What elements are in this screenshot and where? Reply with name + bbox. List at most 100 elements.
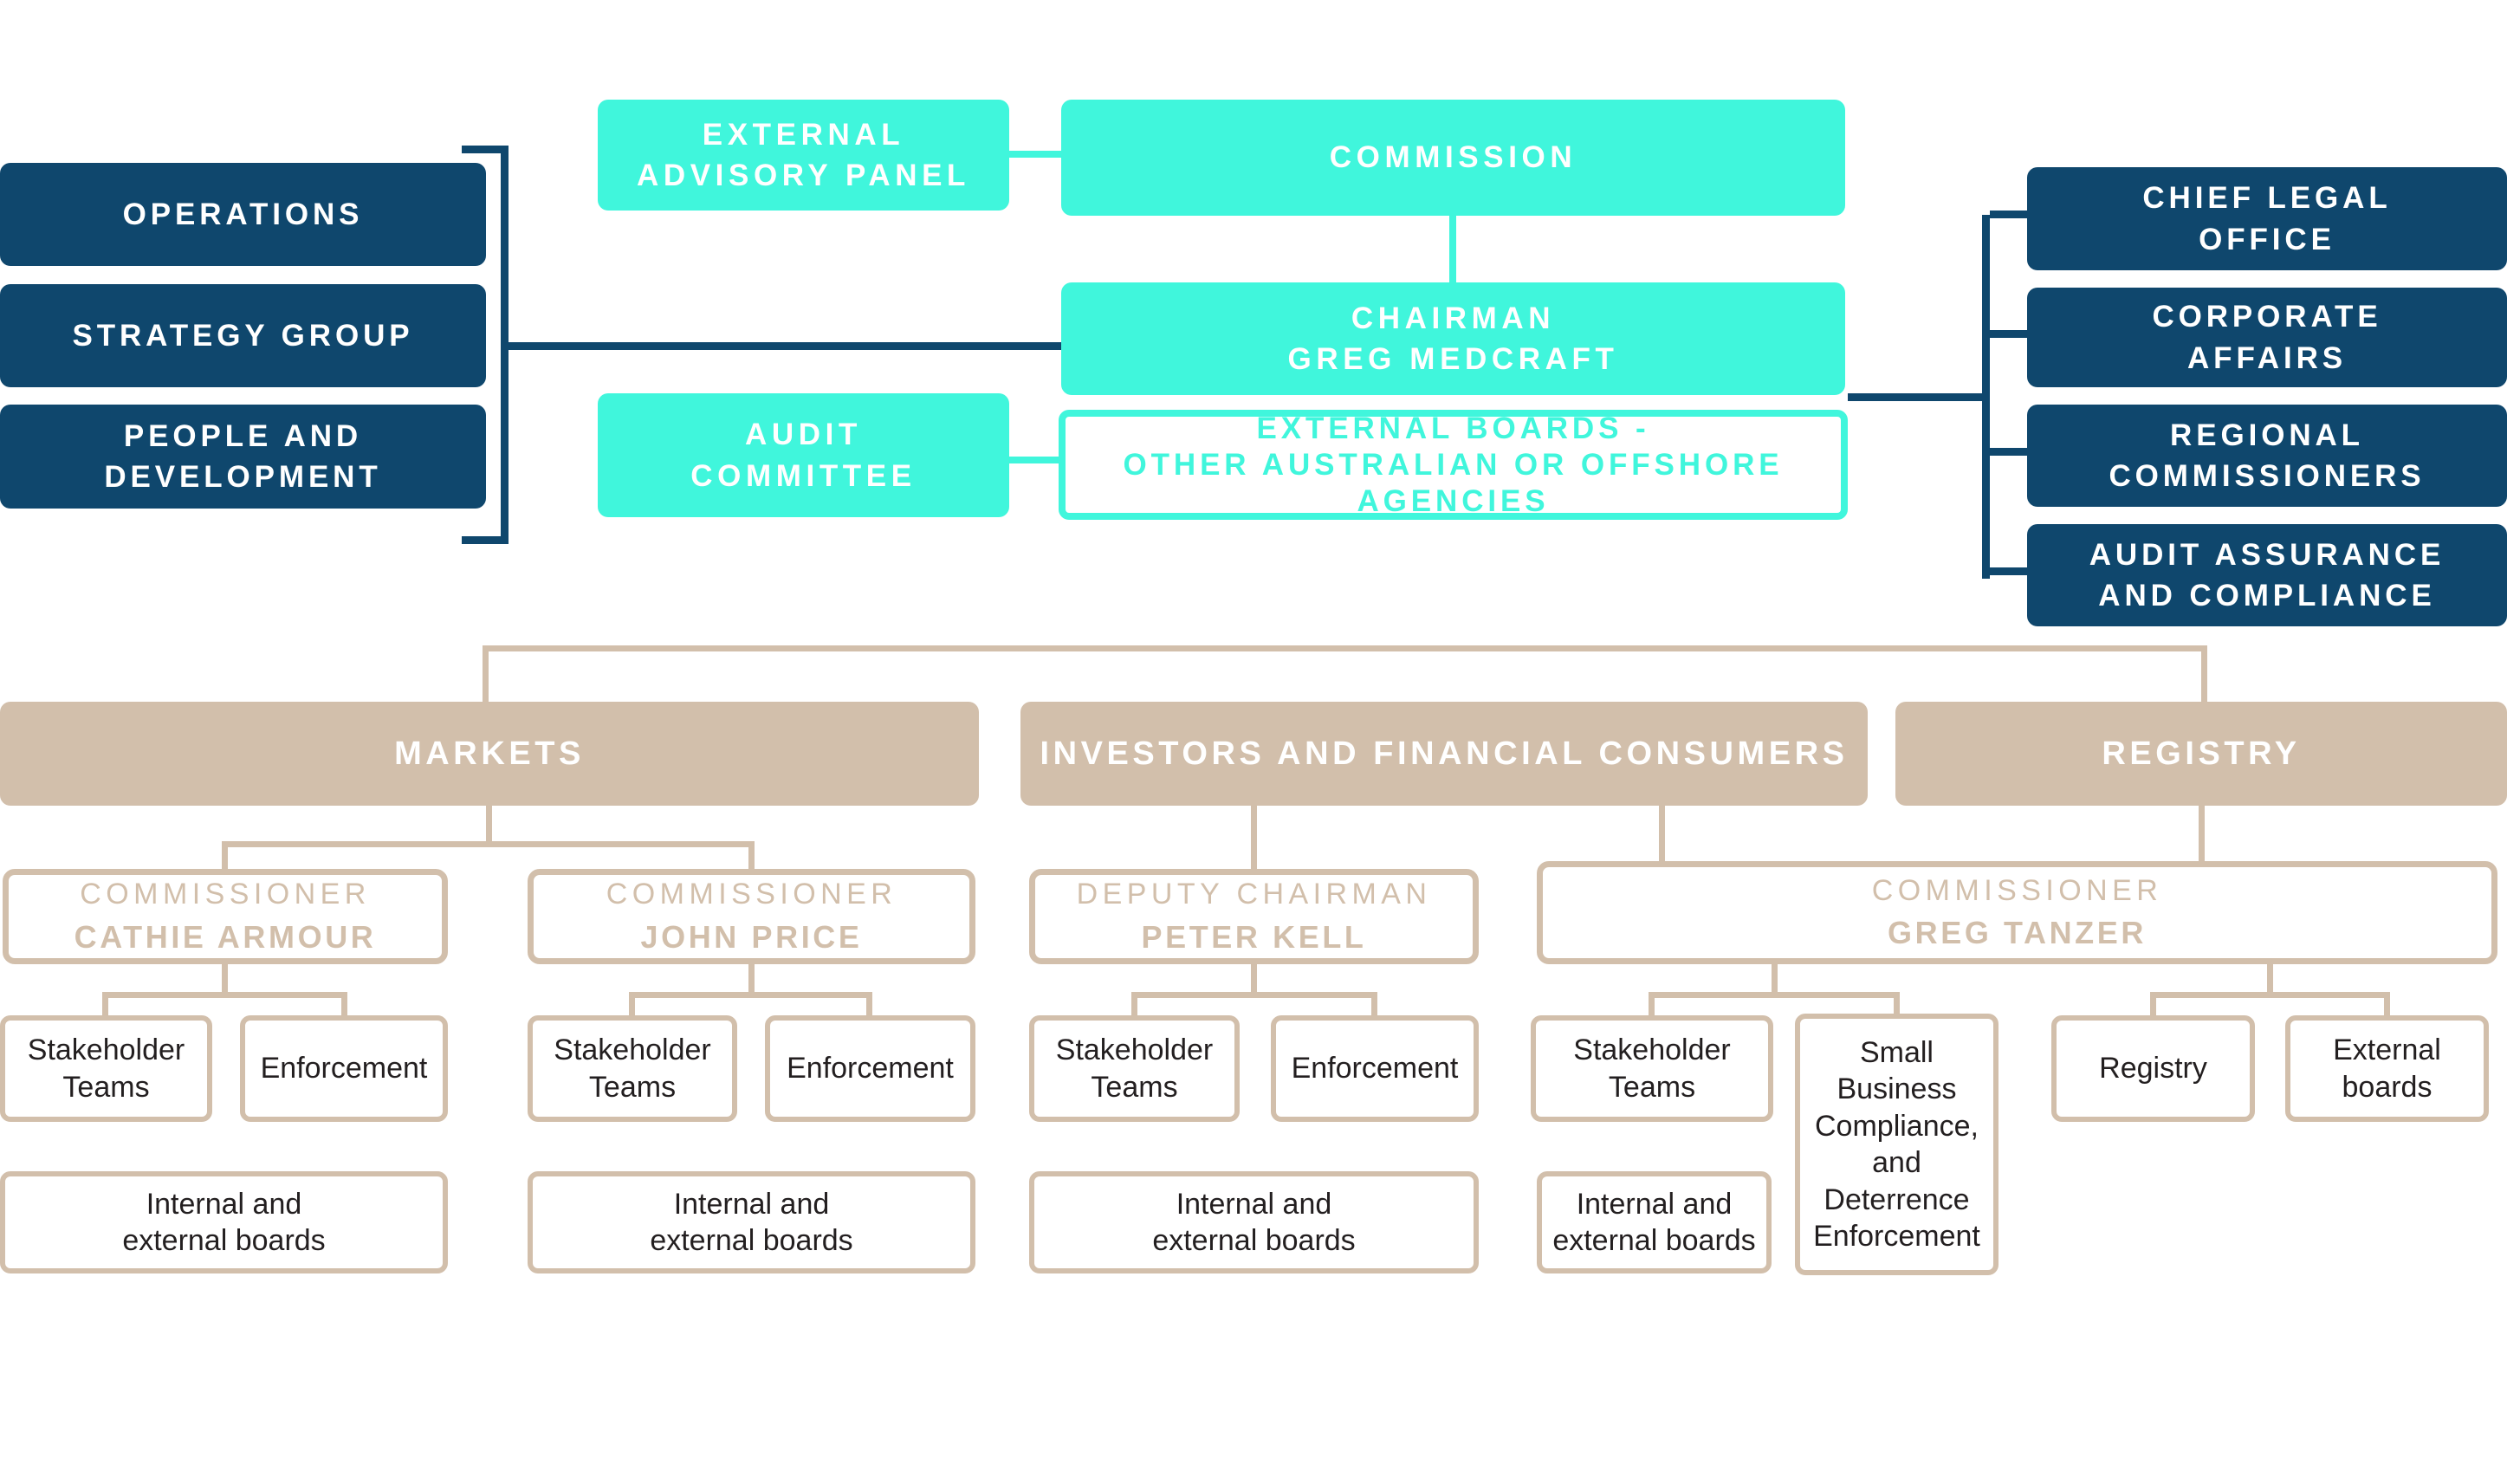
header-markets-label: MARKETS <box>394 735 585 772</box>
stakeholder-teams-label: Stakeholder Teams <box>27 1034 185 1104</box>
john-price-name: JOHN PRICE <box>640 918 863 955</box>
connector-groups-to-chairman <box>509 342 1061 350</box>
connector-commission-to-chairman <box>1449 216 1456 282</box>
connector-kell-split <box>1131 992 1377 998</box>
box-audit-assurance-compliance: AUDIT ASSURANCE AND COMPLIANCE <box>2027 524 2507 626</box>
enforcement-label: Enforcement <box>787 1052 954 1085</box>
box-chief-legal-office: CHIEF LEGAL OFFICE <box>2027 167 2507 270</box>
box-stakeholder-teams-tanzer: Stakeholder Teams <box>1531 1015 1773 1122</box>
connector-registry-to-tanzer <box>2199 806 2205 861</box>
box-enforcement-markets-price: Enforcement <box>765 1015 975 1122</box>
box-commission: COMMISSION <box>1061 100 1845 216</box>
box-commission-label: COMMISSION <box>1329 140 1577 175</box>
connector-tanzer-left-stub-left <box>1649 992 1655 1015</box>
greg-tanzer-title: COMMISSIONER <box>1871 873 2163 907</box>
box-chairman: CHAIRMAN GREG MEDCRAFT <box>1061 282 1845 395</box>
internal-external-boards-label: Internal and external boards <box>122 1187 326 1258</box>
cathie-armour-title: COMMISSIONER <box>80 878 371 911</box>
box-internal-external-boards-kell: Internal and external boards <box>1029 1171 1479 1273</box>
bracket-right-stub-regional <box>1990 448 2027 456</box>
connector-investors-to-kell <box>1251 806 1257 869</box>
connector-price-stub-right <box>866 992 872 1015</box>
connector-divisions-drop-markets <box>483 645 489 702</box>
box-commissioner-cathie-armour: COMMISSIONER CATHIE ARMOUR <box>3 869 448 964</box>
box-stakeholder-teams-markets-armour: Stakeholder Teams <box>0 1015 212 1122</box>
chairman-title: CHAIRMAN <box>1351 301 1556 335</box>
box-operations: OPERATIONS <box>0 163 486 266</box>
internal-external-boards-label: Internal and external boards <box>650 1187 853 1258</box>
connector-advisory-to-commission <box>1009 151 1061 158</box>
small-business-compliance-label: Small Business Compliance, and Deterrenc… <box>1813 1035 1980 1254</box>
registry-team-label: Registry <box>2099 1052 2207 1085</box>
box-external-boards-agencies-label: EXTERNAL BOARDS - OTHER AUSTRALIAN OR OF… <box>1123 411 1784 518</box>
chairman-name: GREG MEDCRAFT <box>1287 342 1619 376</box>
connector-tanzer-right-drop <box>2267 964 2273 998</box>
box-external-advisory-panel: EXTERNAL ADVISORY PANEL <box>598 100 1009 211</box>
box-regional-commissioners: REGIONAL COMMISSIONERS <box>2027 405 2507 507</box>
connector-kell-stub-right <box>1371 992 1377 1015</box>
connector-price-drop <box>748 964 755 998</box>
header-investors-label: INVESTORS AND FINANCIAL CONSUMERS <box>1040 735 1849 772</box>
box-strategy-group: STRATEGY GROUP <box>0 284 486 387</box>
box-audit-committee: AUDIT COMMITTEE <box>598 393 1009 517</box>
box-audit-committee-label: AUDIT COMMITTEE <box>690 418 917 493</box>
connector-tanzer-left-split <box>1649 992 1900 998</box>
box-stakeholder-teams-investors: Stakeholder Teams <box>1029 1015 1240 1122</box>
connector-kell-stub-left <box>1131 992 1137 1015</box>
connector-tanzer-left-stub-right <box>1894 992 1900 1015</box>
box-internal-external-boards-price: Internal and external boards <box>528 1171 975 1273</box>
box-corporate-affairs: CORPORATE AFFAIRS <box>2027 288 2507 387</box>
enforcement-label: Enforcement <box>1291 1052 1459 1085</box>
box-deputy-chairman-peter-kell: DEPUTY CHAIRMAN PETER KELL <box>1029 869 1479 964</box>
connector-tanzer-right-stub-left <box>2150 992 2156 1015</box>
bracket-left-vertical <box>501 146 509 544</box>
connector-tanzer-right-stub-right <box>2384 992 2390 1015</box>
connector-markets-drop <box>486 806 492 847</box>
bracket-right-vertical <box>1982 215 1990 579</box>
connector-divisions-drop-registry <box>2201 645 2207 702</box>
bracket-right-stub-chief-legal <box>1990 211 2027 218</box>
cathie-armour-name: CATHIE ARMOUR <box>74 918 377 955</box>
stakeholder-teams-label: Stakeholder Teams <box>1055 1034 1214 1104</box>
box-people-development: PEOPLE AND DEVELOPMENT <box>0 405 486 509</box>
box-people-development-label: PEOPLE AND DEVELOPMENT <box>104 418 382 494</box>
box-external-boards-team: External boards <box>2285 1015 2489 1122</box>
connector-armour-split <box>102 992 347 998</box>
box-internal-external-boards-tanzer: Internal and external boards <box>1537 1171 1772 1273</box>
header-investors-financial-consumers: INVESTORS AND FINANCIAL CONSUMERS <box>1020 702 1868 806</box>
connector-divisions-horizontal <box>483 645 2207 651</box>
connector-markets-split <box>222 841 755 847</box>
connector-tanzer-left-drop <box>1772 964 1778 998</box>
connector-investors-to-tanzer <box>1659 806 1665 861</box>
box-audit-assurance-compliance-label: AUDIT ASSURANCE AND COMPLIANCE <box>2089 537 2445 612</box>
enforcement-label: Enforcement <box>260 1052 428 1085</box>
bracket-left-top-tick <box>462 146 509 153</box>
box-regional-commissioners-label: REGIONAL COMMISSIONERS <box>2109 418 2426 493</box>
bracket-right-stub-audit <box>1990 567 2027 575</box>
connector-kell-drop <box>1251 964 1257 998</box>
header-registry: REGISTRY <box>1895 702 2507 806</box>
stakeholder-teams-label: Stakeholder Teams <box>554 1034 711 1104</box>
box-corporate-affairs-label: CORPORATE AFFAIRS <box>2152 300 2382 375</box>
header-markets: MARKETS <box>0 702 979 806</box>
header-registry-label: REGISTRY <box>2102 735 2301 772</box>
connector-chairman-to-offices <box>1848 393 1986 401</box>
stakeholder-teams-label: Stakeholder Teams <box>1573 1034 1731 1104</box>
connector-price-split <box>629 992 872 998</box>
peter-kell-title: DEPUTY CHAIRMAN <box>1076 878 1432 911</box>
box-operations-label: OPERATIONS <box>122 197 364 231</box>
greg-tanzer-name: GREG TANZER <box>1888 915 2147 951</box>
connector-armour-drop <box>222 964 228 998</box>
box-enforcement-markets-armour: Enforcement <box>240 1015 448 1122</box>
bracket-left-bottom-tick <box>462 536 509 544</box>
connector-armour-stub-right <box>341 992 347 1015</box>
box-external-advisory-panel-label: EXTERNAL ADVISORY PANEL <box>636 117 971 192</box>
box-internal-external-boards-armour: Internal and external boards <box>0 1171 448 1273</box>
john-price-title: COMMISSIONER <box>606 878 897 911</box>
box-registry-team: Registry <box>2051 1015 2255 1122</box>
box-small-business-compliance: Small Business Compliance, and Deterrenc… <box>1795 1014 1998 1275</box>
internal-external-boards-label: Internal and external boards <box>1552 1187 1756 1258</box>
bracket-right-stub-corporate <box>1990 330 2027 338</box>
peter-kell-name: PETER KELL <box>1141 918 1367 955</box>
